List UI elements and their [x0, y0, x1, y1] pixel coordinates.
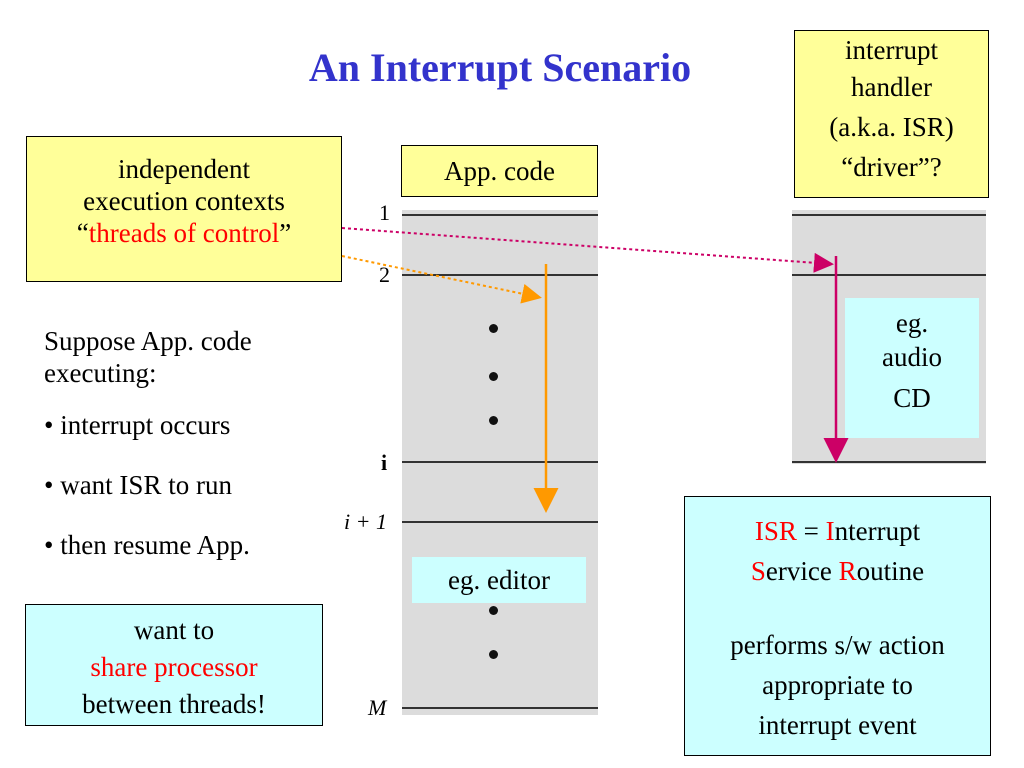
handler-line-1-text: interrupt: [845, 35, 938, 65]
audio-line-3: CD: [893, 383, 931, 413]
handler-line-3-text: (a.k.a. ISR): [829, 112, 954, 142]
row-line-i-plus-1: [402, 521, 598, 523]
close-quote: ”: [279, 218, 292, 248]
orange-dotted-arrow: [341, 255, 542, 304]
magenta-dotted-arrow: [341, 227, 834, 273]
suppose-line-2: executing:: [44, 358, 157, 388]
slide-title: An Interrupt Scenario: [308, 45, 692, 90]
threads-line-3: “threads of control”: [27, 217, 341, 249]
row-line-2: [402, 274, 598, 276]
isr-letter-s: S: [750, 556, 766, 586]
handler-line-4-text: “driver”?: [841, 152, 942, 182]
isr-acronym: ISR: [754, 516, 797, 546]
row-label-2: 2: [379, 262, 390, 287]
handler-line-2: [792, 274, 986, 276]
isr-word-service: ervice: [765, 556, 839, 586]
row-label-m: M: [368, 695, 387, 720]
row-line-1: [402, 214, 598, 216]
isr-word-interrupt: nterrupt: [834, 516, 921, 546]
isr-line-2: Service Routine: [685, 551, 990, 591]
handler-line-2-text: handler: [851, 72, 932, 102]
suppose-text: Suppose App. code executing: • interrupt…: [44, 325, 364, 561]
audio-line-2: audio: [882, 342, 942, 372]
ellipsis-dot: [489, 416, 498, 425]
isr-equals: =: [796, 516, 826, 546]
threads-box: independent execution contexts “threads …: [26, 136, 342, 282]
ellipsis-dot: [489, 606, 498, 615]
handler-box: interrupt handler (a.k.a. ISR) “driver”?: [794, 30, 989, 198]
suppose-line-1: Suppose App. code: [44, 326, 252, 356]
ellipsis-dot: [489, 650, 498, 659]
isr-letter-r: R: [838, 556, 857, 586]
row-label-i: i: [381, 450, 388, 475]
open-quote: “: [76, 218, 89, 248]
isr-line-4: appropriate to: [762, 670, 913, 700]
share-processor-text: share processor: [90, 652, 258, 682]
isr-line-5: interrupt event: [758, 710, 917, 740]
isr-line-3: performs s/w action: [730, 630, 945, 660]
share-line-1: want to: [133, 615, 215, 645]
row-line-i: [402, 461, 598, 463]
isr-letter-i: I: [825, 516, 835, 546]
isr-word-routine: outine: [856, 556, 925, 586]
row-label-1: 1: [379, 200, 390, 225]
ellipsis-dot: [489, 324, 498, 333]
threads-line-1: independent: [118, 154, 250, 184]
ellipsis-dot: [489, 372, 498, 381]
share-line-3: between threads!: [82, 689, 266, 719]
share-processor-box: want to share processor between threads!: [25, 604, 323, 726]
row-line-m: [402, 707, 598, 709]
editor-label-box: eg. editor: [412, 557, 586, 603]
threads-of-control-text: threads of control: [88, 218, 280, 248]
isr-line-1: ISR = Interrupt: [685, 511, 990, 551]
bullet-isr: • want ISR to run: [44, 470, 232, 500]
isr-definition-box: ISR = Interrupt Service Routine performs…: [684, 496, 991, 756]
editor-label: eg. editor: [448, 565, 550, 595]
bullet-interrupt: • interrupt occurs: [44, 410, 231, 440]
app-code-label: App. code: [444, 156, 555, 186]
bullet-resume: • then resume App.: [44, 530, 250, 560]
audio-line-1: eg.: [895, 308, 929, 338]
handler-line-1: [792, 214, 986, 216]
handler-line-i: [792, 461, 986, 463]
audio-cd-box: eg. audio CD: [845, 298, 979, 438]
threads-line-2: execution contexts: [83, 186, 285, 216]
app-code-box: App. code: [401, 145, 598, 197]
row-label-i-plus-1: i + 1: [344, 509, 387, 534]
